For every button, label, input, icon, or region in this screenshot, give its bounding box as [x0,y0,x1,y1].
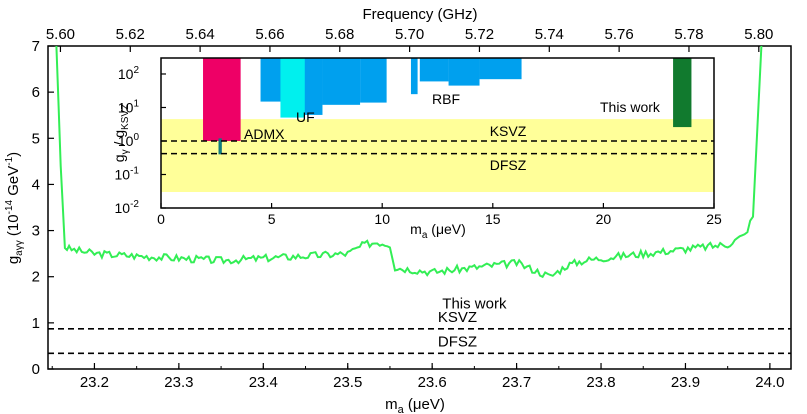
this-work-label: This work [442,295,507,312]
inset-x-tick-label: 20 [596,211,612,227]
inset-x-tick-label: 5 [268,211,276,227]
rbf-excluded-region [410,58,418,95]
y-tick-label: 3 [32,223,40,240]
this-work-limit-line [55,45,763,279]
y-tick-label: 7 [32,38,40,55]
inset-x-tick-label: 15 [485,211,501,227]
x-tick-label: 24.0 [755,374,784,391]
inset-y-tick-label: 100 [118,132,140,149]
admx-label: ADMX [244,126,285,142]
rbf-excluded-region [479,58,522,80]
this-work-excluded-region [673,58,692,128]
inset-this-work-label: This work [600,99,661,115]
frequency-tick-label: 5.60 [46,26,75,43]
frequency-tick-label: 5.80 [744,26,773,43]
x-tick-label: 23.8 [586,374,615,391]
inset-exclusion-plot: 0 5 10 15 20 25 10-2 10-1 100 101 102 ADMX UF RBF… [111,57,722,241]
x-tick-label: 23.6 [418,374,447,391]
frequency-axis-title: Frequency (GHz) [362,6,477,23]
inset-x-tick-label: 25 [706,211,722,227]
frequency-tick-label: 5.72 [465,26,494,43]
y-tick-label: 6 [32,84,40,101]
inset-ksvz-label: KSVZ [490,123,527,139]
inset-x-axis-title: ma (μeV) [410,221,466,241]
inset-y-tick-label: 102 [118,65,140,82]
admx-excluded-region [218,138,222,155]
x-tick-label: 23.9 [671,374,700,391]
frequency-tick-label: 5.62 [116,26,145,43]
y-tick-label: 1 [32,315,40,332]
frequency-tick-label: 5.64 [186,26,215,43]
inset-dfsz-label: DFSZ [490,157,527,173]
frequency-tick-label: 5.74 [535,26,564,43]
y-tick-label: 4 [32,176,40,193]
inset-y-tick-label: 10-2 [115,199,140,216]
x-tick-label: 23.2 [80,374,109,391]
dfsz-label: DFSZ [438,333,477,350]
x-tick-label: 23.7 [502,374,531,391]
y-tick-label: 5 [32,130,40,147]
x-tick-label: 23.5 [333,374,362,391]
y-tick-label: 2 [32,269,40,286]
uf-excluded-region [280,58,305,118]
inset-y-axis: 10-2 10-1 100 101 102 [115,65,166,216]
admx-excluded-region [203,58,241,141]
rbf-excluded-region [360,58,387,103]
main-y-axis-title: gaγγ (10-14 GeV-1) [4,152,25,264]
frequency-tick-label: 5.78 [674,26,703,43]
x-tick-label: 23.3 [164,374,193,391]
rbf-excluded-region [260,58,283,102]
y-tick-label: 0 [32,361,40,378]
frequency-axis: 5.60 5.62 5.64 5.66 5.68 5.70 5.72 5.74 5.76 5.78… [46,26,773,52]
excluded-regions [203,58,692,155]
inset-y-tick-label: 10-1 [115,165,140,182]
theory-band [161,119,714,193]
rbf-excluded-region [448,58,480,86]
frequency-tick-label: 5.66 [255,26,284,43]
inset-y-tick-label: 101 [118,98,140,115]
rbf-excluded-region [322,58,361,105]
x-tick-label: 23.4 [249,374,278,391]
uf-label: UF [296,109,315,125]
frequency-tick-label: 5.76 [605,26,634,43]
frequency-tick-label: 5.70 [395,26,424,43]
inset-frame [160,57,715,209]
inset-x-axis: 0 5 10 15 20 25 [157,203,722,227]
inset-x-tick-label: 0 [157,211,165,227]
main-x-axis-title: ma (μeV) [385,396,445,414]
main-x-axis: 23.2 23.3 23.4 23.5 23.6 23.7 23.8 23.9 24.0 [51,363,784,391]
inset-x-tick-label: 10 [374,211,390,227]
rbf-label: RBF [432,91,460,107]
ksvz-label: KSVZ [438,309,477,326]
rbf-excluded-region [419,58,449,82]
frequency-tick-label: 5.68 [325,26,354,43]
main-y-axis: 0 1 2 3 4 5 6 7 [32,38,54,378]
